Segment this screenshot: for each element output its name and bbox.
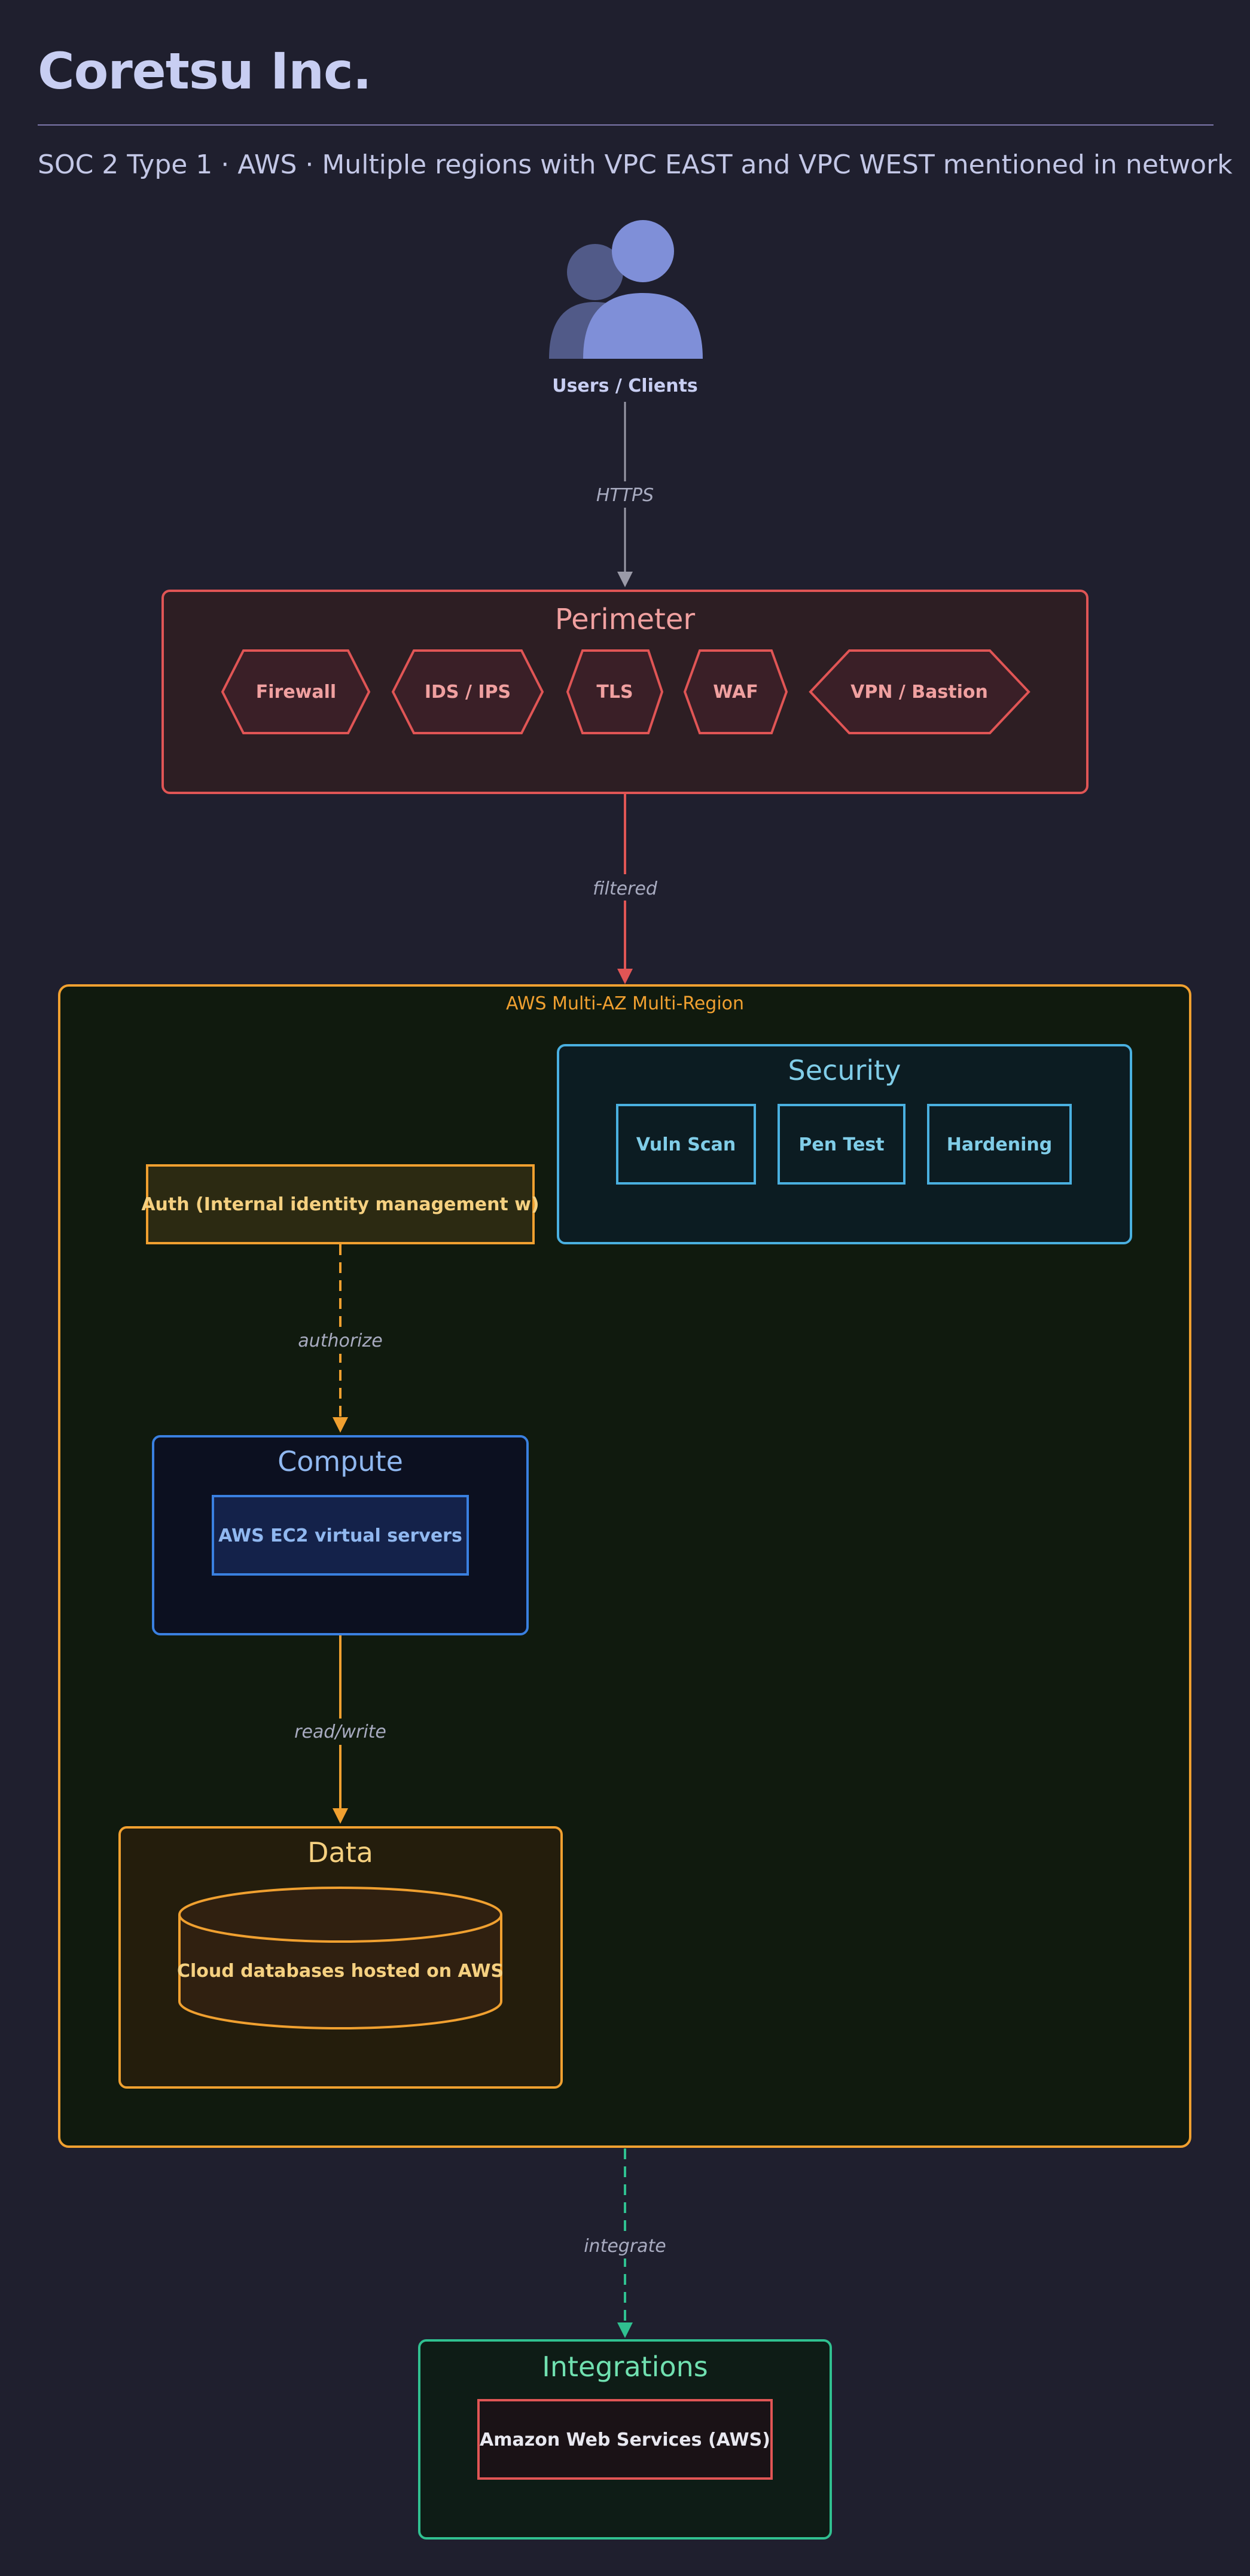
tls-node bbox=[566, 649, 664, 734]
perimeter-item-tls: TLS bbox=[596, 682, 633, 703]
title-divider bbox=[38, 124, 1214, 126]
integrations-zone: Integrations Amazon Web Services (AWS) bbox=[418, 2339, 832, 2540]
database-icon bbox=[178, 1887, 502, 2029]
perimeter-zone: Perimeter Firewall IDS / IPS TLS WAF VPN… bbox=[161, 590, 1089, 794]
security-zone: Security Vuln Scan Pen Test Hardening bbox=[557, 1044, 1132, 1244]
edge-label-bg bbox=[595, 481, 655, 508]
ids-ips-node bbox=[391, 649, 544, 734]
page-subtitle: SOC 2 Type 1 · AWS · Multiple regions wi… bbox=[38, 149, 1233, 180]
edge-label-integrate: integrate bbox=[584, 2236, 666, 2257]
hardening-node bbox=[927, 1104, 1072, 1185]
aws-integration-node bbox=[477, 2399, 773, 2480]
edge-label-authorize: authorize bbox=[298, 1330, 382, 1351]
security-item-pen-test: Pen Test bbox=[798, 1134, 884, 1155]
perimeter-item-firewall: Firewall bbox=[256, 682, 336, 703]
firewall-node bbox=[221, 649, 371, 734]
perimeter-item-vpn-bastion: VPN / Bastion bbox=[850, 682, 988, 703]
compute-zone: Compute AWS EC2 virtual servers bbox=[152, 1435, 529, 1635]
edge-label-bg bbox=[295, 1719, 385, 1745]
compute-title: Compute bbox=[278, 1445, 403, 1478]
aws-region-label: AWS Multi-AZ Multi-Region bbox=[506, 993, 744, 1014]
edge-label-bg bbox=[295, 1327, 385, 1354]
vuln-scan-node bbox=[616, 1104, 756, 1185]
vpn-bastion-node bbox=[809, 649, 1031, 734]
page-title: Coretsu Inc. bbox=[38, 42, 372, 100]
data-node-label: Cloud databases hosted on AWS bbox=[177, 1961, 504, 1982]
perimeter-item-ids-ips: IDS / IPS bbox=[425, 682, 511, 703]
security-item-hardening: Hardening bbox=[947, 1134, 1052, 1155]
auth-label: Auth (Internal identity management w) bbox=[141, 1194, 539, 1215]
edge-label-read-write: read/write bbox=[294, 1722, 386, 1742]
compute-node-label: AWS EC2 virtual servers bbox=[218, 1525, 462, 1546]
ec2-node bbox=[212, 1495, 469, 1576]
users-label: Users / Clients bbox=[552, 376, 698, 396]
perimeter-title: Perimeter bbox=[555, 603, 695, 636]
auth-node bbox=[146, 1164, 535, 1244]
edge-label-filtered: filtered bbox=[593, 878, 658, 899]
pen-test-node bbox=[778, 1104, 906, 1185]
data-title: Data bbox=[307, 1836, 373, 1869]
security-title: Security bbox=[788, 1054, 901, 1086]
users-icon bbox=[549, 220, 703, 359]
integrations-title: Integrations bbox=[542, 2351, 708, 2383]
edge-label-bg bbox=[589, 874, 661, 901]
edge-label-bg bbox=[583, 2232, 667, 2258]
data-zone: Data Cloud databases hosted on AWS bbox=[118, 1826, 563, 2089]
integrations-node-label: Amazon Web Services (AWS) bbox=[480, 2430, 770, 2450]
security-item-vuln-scan: Vuln Scan bbox=[636, 1134, 736, 1155]
edge-label-https: HTTPS bbox=[596, 485, 654, 506]
perimeter-item-waf: WAF bbox=[713, 682, 758, 703]
waf-node bbox=[683, 649, 788, 734]
